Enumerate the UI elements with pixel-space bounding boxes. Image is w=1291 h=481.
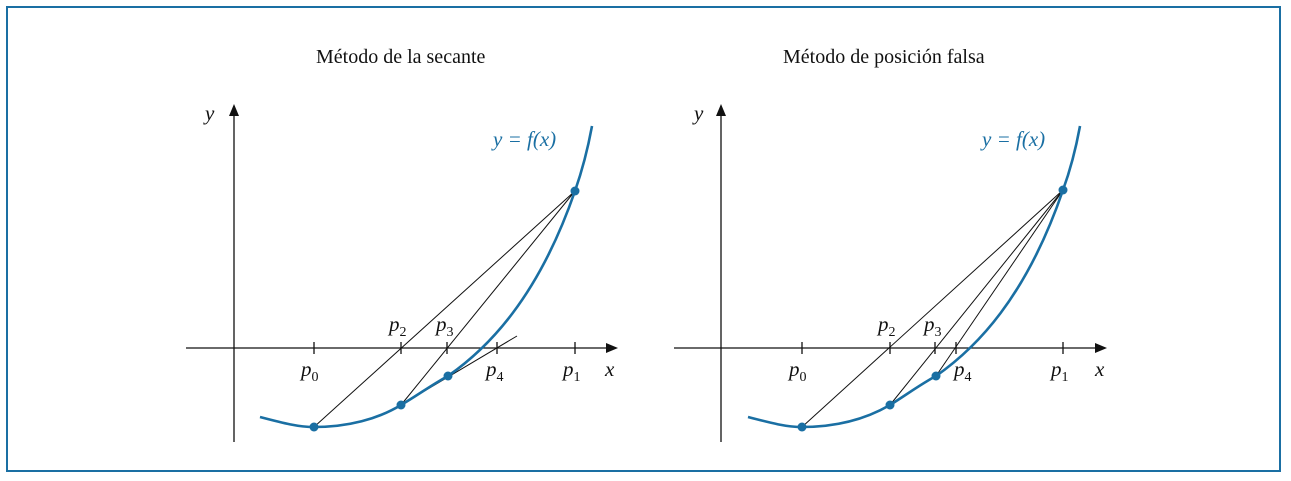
chord-p0-p1 [801, 189, 1064, 428]
point-p0 [797, 422, 807, 432]
point-p2 [885, 400, 895, 410]
panel-false-position: y x p0 p2 p3 p4 p1 y = f(x [674, 101, 1107, 442]
point-p2 [396, 400, 406, 410]
x-axis-label: x [604, 357, 615, 381]
label-p3: p3 [922, 312, 942, 340]
label-p2: p2 [387, 312, 407, 340]
point-p3 [931, 371, 941, 381]
label-p3: p3 [434, 312, 454, 340]
point-p3 [443, 371, 453, 381]
panel-secant: y x p0 p2 p3 p4 p1 y = f(x [186, 101, 618, 442]
point-p1 [570, 186, 580, 196]
point-p1 [1058, 185, 1068, 195]
chord-p3-p1 [935, 189, 1064, 377]
curve-label: y = f(x) [491, 127, 556, 151]
curve-label: y = f(x) [980, 127, 1045, 151]
secant-line-p1-p2 [400, 190, 576, 406]
chord-p2-p1 [889, 189, 1064, 406]
y-axis-label: y [203, 101, 215, 125]
panel-title-secant: Método de la secante [316, 46, 486, 68]
label-p1: p1 [1049, 357, 1069, 385]
secant-line-p0-p1 [313, 190, 576, 428]
label-p0: p0 [787, 357, 807, 385]
label-p0: p0 [299, 357, 319, 385]
function-curve [259, 125, 594, 429]
label-p2: p2 [876, 312, 896, 340]
figure-frame: Método de la secante Método de posición … [6, 6, 1281, 472]
point-p0 [309, 422, 319, 432]
label-p4: p4 [952, 357, 972, 385]
diagram-canvas: y x p0 p2 p3 p4 p1 y = f(x [186, 101, 1107, 442]
x-axis-label: x [1094, 357, 1105, 381]
label-p4: p4 [484, 357, 504, 385]
label-p1: p1 [561, 357, 581, 385]
function-curve [747, 125, 1082, 429]
y-axis-label: y [692, 101, 704, 125]
panel-title-false-position: Método de posición falsa [783, 46, 985, 68]
